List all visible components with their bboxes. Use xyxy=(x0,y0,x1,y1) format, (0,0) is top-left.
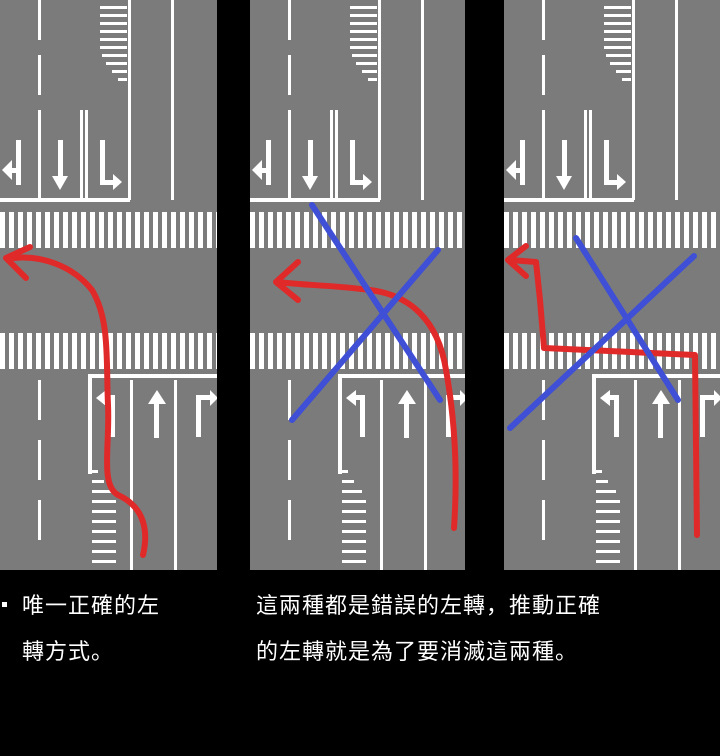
hatched-taper-top xyxy=(350,6,377,81)
caption-correct: 唯一正確的左 轉方式。 xyxy=(22,584,222,676)
crosswalk-top xyxy=(0,212,217,248)
turn-path-red xyxy=(505,243,700,538)
wrong-cross-mark xyxy=(289,202,443,423)
lane-arrows-bottom xyxy=(600,390,720,438)
hatched-taper-top xyxy=(100,6,127,81)
wrong-cross-mark xyxy=(507,235,697,431)
panel-correct-left-turn xyxy=(0,0,217,570)
caption-bullet-dot xyxy=(2,602,7,607)
caption-right-line1: 這兩種都是錯誤的左轉，推動正確 xyxy=(256,594,602,619)
hatched-taper-bottom xyxy=(596,470,620,563)
hatched-taper-bottom xyxy=(342,470,366,563)
caption-wrong: 這兩種都是錯誤的左轉，推動正確 的左轉就是為了要消滅這兩種。 xyxy=(256,584,706,676)
lane-arrows-bottom xyxy=(96,390,217,438)
panel-wrong-left-turn-two-stage xyxy=(504,0,720,570)
panel-wrong-left-turn-direct xyxy=(250,0,465,570)
lane-arrows-bottom xyxy=(346,390,465,438)
hatched-taper-bottom xyxy=(92,470,116,563)
turn-path-red xyxy=(273,259,459,531)
crosswalk-top xyxy=(504,212,720,248)
road-markings xyxy=(504,0,720,570)
crosswalk-bottom xyxy=(250,333,465,369)
road-markings xyxy=(250,0,465,570)
hatched-taper-top xyxy=(604,6,631,81)
road-diagram-2 xyxy=(250,0,465,570)
caption-left-line2: 轉方式。 xyxy=(22,640,115,665)
road-diagram-3 xyxy=(504,0,720,570)
caption-right-line2: 的左轉就是為了要消滅這兩種。 xyxy=(256,640,579,665)
lane-arrows-top xyxy=(252,140,372,190)
crosswalk-top xyxy=(250,212,465,248)
turn-path-red xyxy=(3,244,149,558)
road-diagram-1 xyxy=(0,0,217,570)
lane-arrows-top xyxy=(506,140,626,190)
caption-left-line1: 唯一正確的左 xyxy=(22,594,161,619)
lane-arrows-top xyxy=(2,140,122,190)
